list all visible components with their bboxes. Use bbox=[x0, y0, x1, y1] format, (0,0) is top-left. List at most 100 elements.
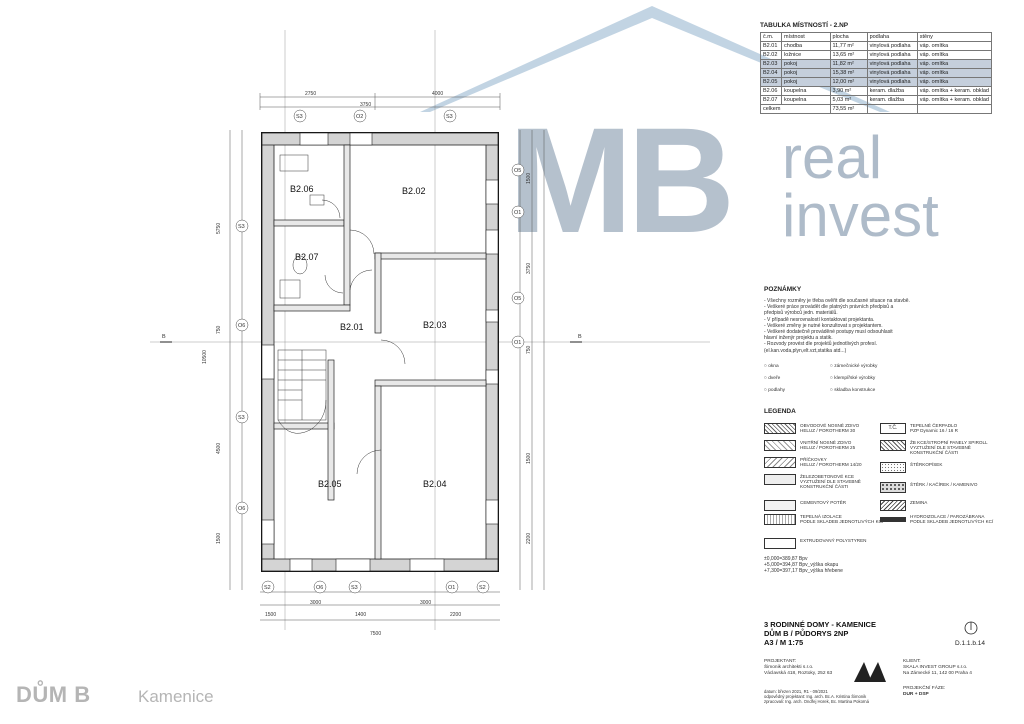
mark-label: dveře bbox=[768, 376, 781, 381]
mark-composition: ○ skladba konstrukce bbox=[830, 388, 876, 393]
cell: vinylová podlaha bbox=[866, 41, 918, 51]
legend-label: OBVODOVÉ NOSNÉ ZDIVO bbox=[800, 423, 860, 428]
dim-right-5: 2200 bbox=[526, 533, 532, 544]
mark-label: klempířské výrobky bbox=[834, 376, 876, 381]
elevations: ±0,000=389,87 Bpv +5,000=394,87 Bpv_výšk… bbox=[764, 556, 843, 574]
room-label-b203: B2.03 bbox=[423, 320, 447, 330]
phase-value: DUR + DSP bbox=[903, 691, 929, 697]
dim-right-4: 1500 bbox=[526, 453, 532, 464]
cell: váp. omítka bbox=[916, 77, 993, 87]
author-name: Šimonik architekti s.r.o. bbox=[764, 664, 814, 670]
legend-swatch: T.Č. bbox=[880, 423, 906, 434]
room-label-b201: B2.01 bbox=[340, 322, 364, 332]
svg-text:invest: invest bbox=[782, 182, 939, 249]
note-line: předpisů výrobců jedn. materiálů. bbox=[764, 310, 838, 317]
dim-bottom-1: 1500 bbox=[265, 612, 276, 618]
house-name: DŮM B bbox=[16, 682, 91, 707]
dim-left-1: 5750 bbox=[216, 223, 222, 234]
dim-top-1: 2750 bbox=[305, 91, 316, 97]
legend-sub: PODLE SKLADEB JEDNOTLIVÝCH KCÍ bbox=[800, 519, 884, 524]
axis-right-2: O1 bbox=[514, 210, 521, 216]
axis-bottom-4: O1 bbox=[448, 585, 455, 591]
dim-right-3: 750 bbox=[526, 345, 532, 354]
legend-sub: VYZTUŽENÍ DLE STAVEBNĚ KONSTRUKČNÍ ČÁSTI bbox=[800, 479, 861, 489]
mark-locksmith: ○ zámečnické výrobky bbox=[830, 364, 878, 369]
legend-label: VNITŘNÍ NOSNÉ ZDIVO bbox=[800, 440, 852, 445]
dim-left-3: 4500 bbox=[216, 443, 222, 454]
note-line: - V případě nesrovnalostí kontaktovat pr… bbox=[764, 316, 875, 323]
note-line: - Rozvody provést dle projektů jednotliv… bbox=[764, 341, 878, 348]
legend-sub: HELUZ / POROTHERM 30 bbox=[800, 428, 856, 433]
floor-plan: S3 O2 S3 S2 O6 S3 O1 S2 S3 O6 S3 O6 O5 O… bbox=[150, 30, 710, 637]
cell: 12,00 m² bbox=[829, 77, 868, 87]
room-label-b207: B2.07 bbox=[295, 252, 319, 262]
cell: ložnice bbox=[781, 50, 831, 60]
th-floor: podlaha bbox=[866, 32, 918, 42]
cell: pokoj bbox=[781, 77, 831, 87]
axis-top-3: S3 bbox=[446, 114, 453, 120]
legend-swatch bbox=[764, 474, 796, 485]
cell: vinylová podlaha bbox=[866, 59, 918, 69]
axis-right-1: O5 bbox=[514, 168, 521, 174]
cell: koupelna bbox=[781, 86, 831, 96]
legend-label: PŘÍČKOVKY bbox=[800, 457, 827, 462]
legend-label: TEPELNÉ ČERPADLO bbox=[910, 423, 958, 428]
axis-left-3: S3 bbox=[238, 415, 245, 421]
cell: celkem bbox=[760, 104, 831, 114]
th-area: plocha bbox=[829, 32, 868, 42]
client-block: KLIENT: SKALA INVEST GROUP s.r.o. Na Zám… bbox=[903, 659, 972, 676]
dim-right-1: 1500 bbox=[526, 173, 532, 184]
cell: B2.07 bbox=[759, 95, 783, 105]
cell: chodba bbox=[781, 41, 831, 51]
legend-swatch bbox=[764, 500, 796, 511]
cell: 3,90 m² bbox=[829, 86, 868, 96]
legend-swatch bbox=[764, 514, 796, 525]
legend-label: ŠTĚRK / KAČÍREK / KAMENIVO bbox=[910, 482, 978, 487]
legend-label: ŽB KCE/STROPNÍ PANELY SPIROLL bbox=[910, 440, 988, 445]
phase-label: PROJEKČNÍ FÁZE: bbox=[903, 686, 946, 691]
cell: pokoj bbox=[781, 68, 831, 78]
axis-top-2: O2 bbox=[356, 114, 363, 120]
legend-text: ZEMINA bbox=[910, 500, 1000, 505]
rooms-table-title: TABULKA MÍSTNOSTÍ - 2.NP bbox=[760, 22, 849, 29]
legend-label: ŽELEZOBETONOVÉ KCE bbox=[800, 474, 855, 479]
note-line: - Všechny rozměry je třeba ověřit dle so… bbox=[764, 298, 910, 304]
cell: 5,03 m² bbox=[829, 95, 868, 105]
date-line: datum: březen 2021, R1 - 09/2021 bbox=[764, 689, 828, 694]
legend-sub: VYZTUŽENÍ DLE STAVEBNĚ KONSTRUKČNÍ ČÁSTI bbox=[910, 445, 971, 455]
cell: vinylová podlaha bbox=[866, 68, 918, 78]
credits-block: datum: březen 2021, R1 - 09/2021 odpověd… bbox=[764, 689, 869, 704]
dim-bottom-2: 3000 bbox=[310, 600, 321, 606]
cell: váp. omítka bbox=[916, 59, 993, 69]
dim-top-3: 4000 bbox=[432, 91, 443, 97]
cell: koupelna bbox=[781, 95, 831, 105]
room-label-b206: B2.06 bbox=[290, 184, 314, 194]
client-label: KLIENT: bbox=[903, 659, 921, 664]
dim-bottom-total: 7500 bbox=[370, 631, 381, 637]
mark-label: skladba konstrukce bbox=[834, 388, 876, 393]
legend-swatch bbox=[880, 500, 906, 511]
architect-logo-icon bbox=[854, 662, 886, 682]
legend-text: EXTRUDOVANÝ POLYSTYREN bbox=[800, 538, 890, 543]
elevation-line: +5,000=394,87 Bpv_výška okapu bbox=[764, 562, 839, 568]
room-label-b205: B2.05 bbox=[318, 479, 342, 489]
axis-left-2: O6 bbox=[238, 323, 245, 329]
legend-swatch bbox=[880, 462, 906, 473]
legend-swatch bbox=[764, 423, 796, 434]
dim-right-2: 3750 bbox=[526, 263, 532, 274]
note-line: - Veškeré dodatečně prováděné postupy mu… bbox=[764, 329, 893, 336]
drawing-title: DŮM B / PŮDORYS 2NP bbox=[764, 629, 849, 638]
client-address: Na Zámecké 11, 142 00 Praha 4 bbox=[903, 670, 972, 676]
note-line: hlavní inženýr projektu a statik. bbox=[764, 335, 833, 342]
rooms-table-header: č.m. místnost plocha podlaha stěny bbox=[759, 32, 993, 42]
